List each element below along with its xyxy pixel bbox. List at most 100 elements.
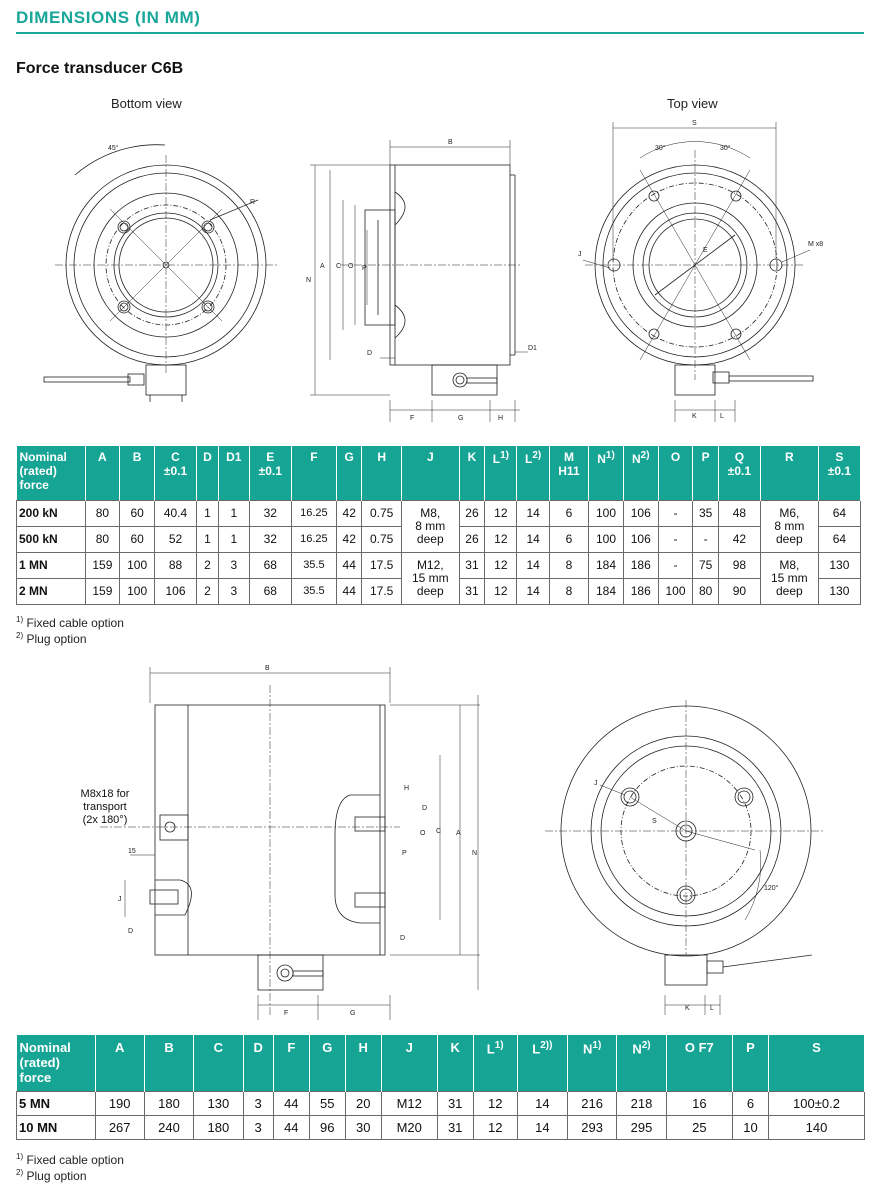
- table1-header-cell: Q±0.1: [718, 446, 761, 501]
- table2-header-cell: N2): [616, 1035, 667, 1092]
- table1-cell: 40.4: [153, 500, 198, 527]
- table1-cell: 14: [516, 526, 550, 553]
- table1-cell: 14: [516, 500, 550, 527]
- table2-header-cell: G: [309, 1035, 346, 1092]
- table2-cell: 6: [732, 1091, 769, 1116]
- table2-cell: 3: [242, 1091, 274, 1116]
- table1-cell: 75: [692, 552, 719, 579]
- table2-cell: 240: [143, 1115, 195, 1140]
- top-view-label: Top view: [667, 96, 718, 111]
- b-label-large: B: [265, 665, 270, 672]
- table1-cell: 80: [84, 526, 121, 553]
- table1-cell: 17.5: [361, 578, 402, 605]
- table1-header-cell: Nominal (rated) force: [16, 446, 86, 501]
- table1-cell: -: [692, 526, 719, 553]
- table1-header-cell: B: [119, 446, 155, 501]
- table1-cell: 100: [119, 578, 155, 605]
- table1-cell: 100: [588, 526, 624, 553]
- table1-cell: 8: [548, 578, 590, 605]
- c-label-side: C: [336, 263, 341, 270]
- s-label-large: S: [652, 818, 657, 825]
- table2-cell: M20: [380, 1115, 438, 1140]
- table1-footnote-1: 1) Fixed cable option: [16, 615, 124, 630]
- section-heading: DIMENSIONS (IN MM): [16, 8, 201, 27]
- table1-header-cell: H: [361, 446, 402, 501]
- table2-cell: 130: [193, 1091, 244, 1116]
- table1-cell: 2: [196, 552, 219, 579]
- table2-cell: 44: [272, 1115, 310, 1140]
- r-label: R: [250, 199, 255, 206]
- table1-header-cell: A: [85, 446, 121, 501]
- table1-header-cell: D: [196, 446, 219, 501]
- table1-cell: 100: [657, 578, 694, 605]
- table1-header-cell: S±0.1: [818, 446, 862, 501]
- g-label-side: G: [458, 415, 463, 422]
- table1-cell: 31: [458, 578, 486, 605]
- table1-cell: 80: [84, 500, 121, 527]
- table1-cell: 35.5: [290, 578, 337, 605]
- table1-cell: 106: [622, 526, 659, 553]
- table1-merged-cell-j: M12, 15 mm deep: [400, 552, 460, 605]
- table2-cell: 180: [193, 1115, 244, 1140]
- j-label-large-side: J: [118, 896, 122, 903]
- l-label-large: L: [710, 1005, 714, 1012]
- n-label-side: N: [306, 277, 311, 284]
- table2-cell: 55: [308, 1091, 346, 1116]
- table1-header-cell: F: [291, 446, 337, 501]
- table1-cell: -: [657, 552, 694, 579]
- j-label-top: J: [578, 251, 582, 258]
- p-label-side: P: [362, 265, 367, 272]
- k-label-top: K: [692, 413, 697, 420]
- table1-cell: 32: [248, 500, 292, 527]
- force-cell: 500 kN: [16, 526, 86, 553]
- e-label-top: E: [703, 247, 708, 254]
- table1-cell: 16.25: [290, 500, 337, 527]
- top-view-drawing: E S 30° 30° J M x8 K L: [578, 120, 823, 422]
- table1-cell: 184: [588, 578, 624, 605]
- table1-header-cell: L2): [516, 446, 550, 501]
- table1-header-cell: L1): [484, 446, 518, 501]
- table1-cell: 35.5: [290, 552, 337, 579]
- table1-cell: 14: [516, 552, 550, 579]
- table1-cell: 44: [335, 552, 363, 579]
- mx8-label-top: M x8: [808, 241, 823, 248]
- table2-header-cell: S: [768, 1035, 866, 1092]
- f-label-large: F: [284, 1010, 288, 1017]
- table1-cell: 1: [196, 500, 219, 527]
- table1-cell: 0.75: [361, 500, 402, 527]
- table1-cell: 64: [817, 500, 862, 527]
- force-cell: 5 MN: [16, 1091, 96, 1116]
- table1-merged-cell-r: M8, 15 mm deep: [759, 552, 819, 605]
- table2-header-cell: L2)): [517, 1035, 568, 1092]
- table1-cell: 32: [248, 526, 292, 553]
- table2-cell: 267: [94, 1115, 145, 1140]
- b-label-side: B: [448, 139, 453, 146]
- table1-cell: 12: [484, 552, 518, 579]
- s-label-top: S: [692, 120, 697, 127]
- table1-cell: -: [657, 500, 694, 527]
- table1-cell: 130: [817, 578, 862, 605]
- table1-cell: 42: [717, 526, 761, 553]
- table1-cell: 64: [817, 526, 862, 553]
- technical-drawing-c6b-small: 45° R N A C O P B: [43, 120, 823, 422]
- table1-cell: 100: [588, 500, 624, 527]
- table1-cell: 130: [817, 552, 862, 579]
- table2-cell: 293: [566, 1115, 618, 1140]
- table1-header-cell: O: [658, 446, 694, 501]
- product-title: Force transducer C6B: [16, 60, 184, 77]
- table1-cell: 98: [717, 552, 761, 579]
- k-label-large: K: [685, 1005, 690, 1012]
- g-label-large: G: [350, 1010, 355, 1017]
- side-view-large: B A N C O D H P D J 15 D F G: [100, 665, 480, 1020]
- table1-cell: 1: [217, 500, 250, 527]
- table1-cell: 0.75: [361, 526, 402, 553]
- table1-cell: -: [657, 526, 694, 553]
- h-label-side: H: [498, 415, 503, 422]
